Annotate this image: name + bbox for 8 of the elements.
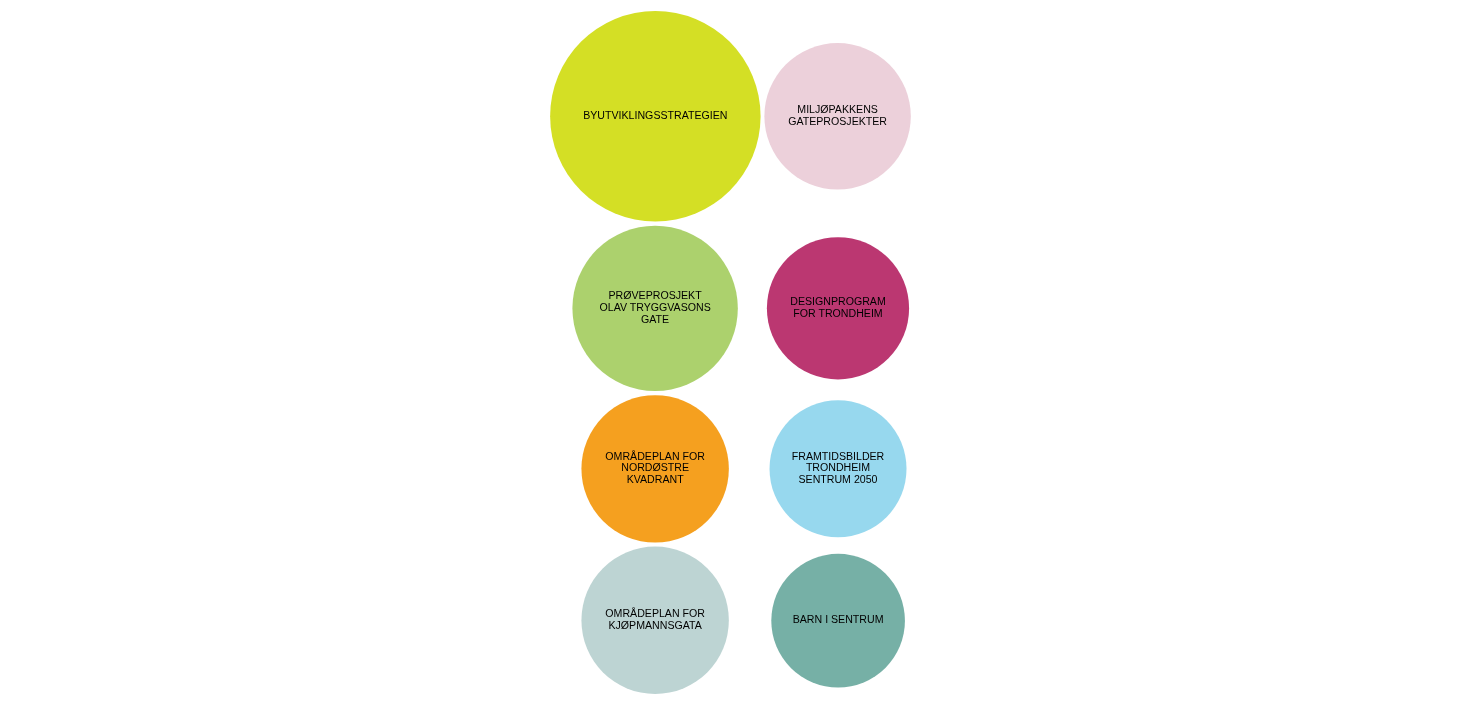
node-circle: OMRÅDEPLAN FOR NORDØSTRE KVADRANT [581, 395, 729, 543]
node-circle: DESIGNPROGRAM FOR TRONDHEIM [766, 237, 910, 380]
node-circle: PRØVEPROSJEKT OLAV TRYGGVASONS GATE [572, 225, 738, 392]
node-circle: BYUTVIKLINGSSTRATEGIEN [550, 11, 761, 222]
node-circle: OMRÅDEPLAN FOR KJØPMANNSGATA [581, 546, 729, 694]
node-circle: FRAMTIDSBILDER TRONDHEIM SENTRUM 2050 [769, 400, 907, 538]
node-circle: BARN I SENTRUM [771, 553, 905, 688]
node-circle: MILJØPAKKENS GATEPROSJEKTER [764, 43, 911, 190]
